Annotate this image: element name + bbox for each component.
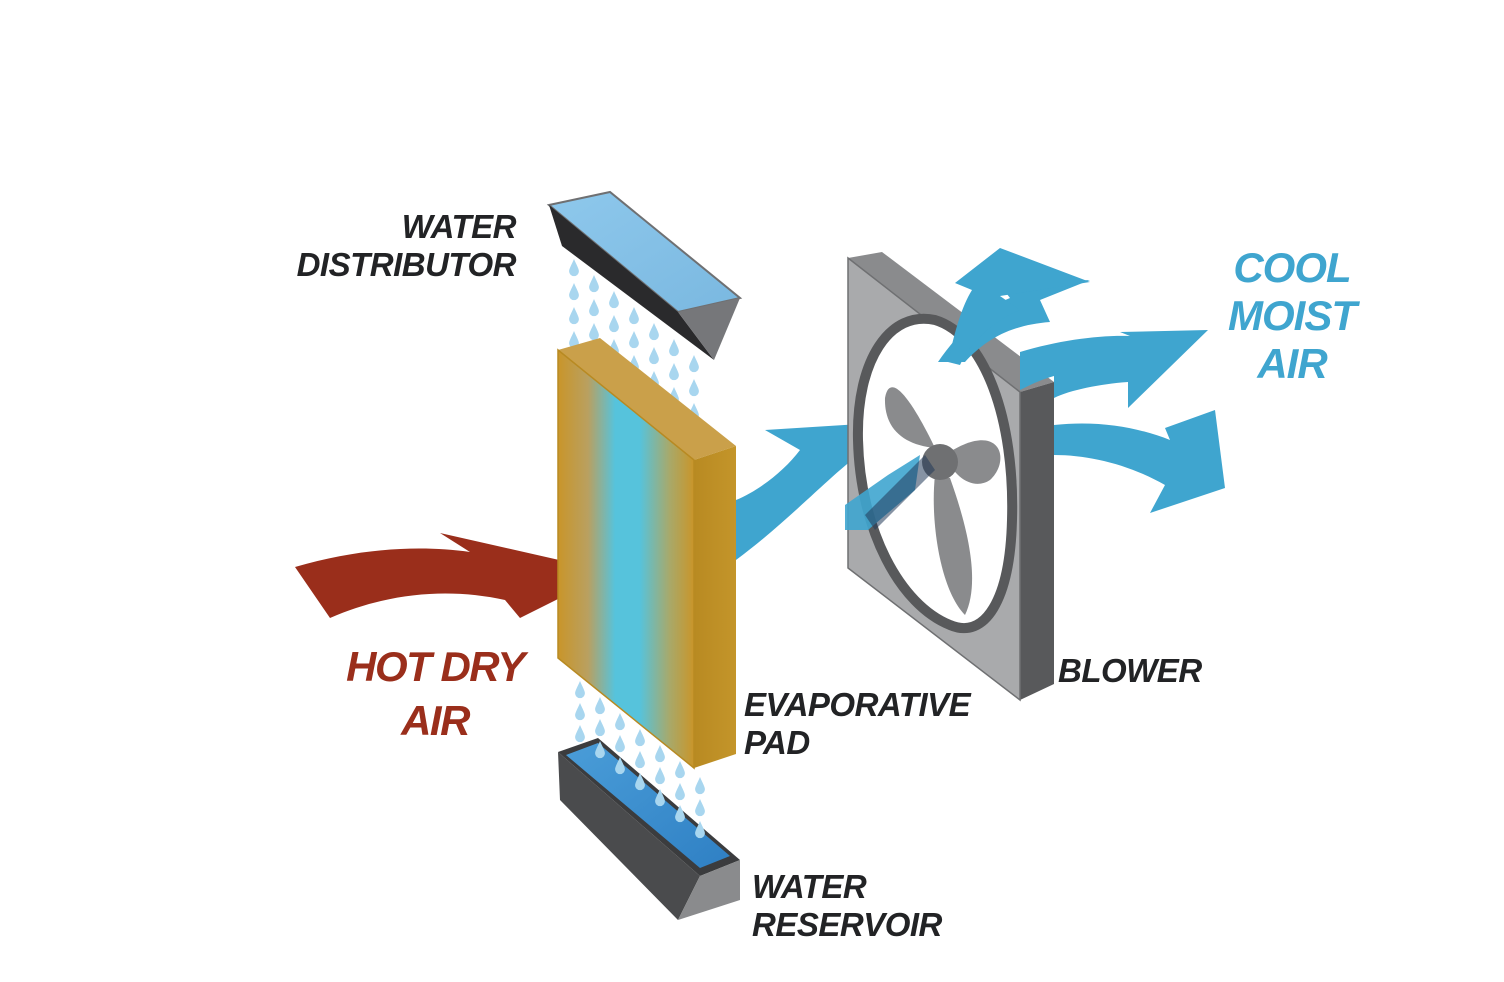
water-drop-icon bbox=[615, 735, 625, 753]
water-drop-icon bbox=[669, 363, 679, 381]
water-drop-icon bbox=[635, 729, 645, 747]
water-reservoir-label-line2: RESERVOIR bbox=[752, 906, 942, 943]
water-drop-icon bbox=[569, 307, 579, 325]
blower-fan-icon bbox=[845, 252, 1054, 702]
water-drop-icon bbox=[595, 697, 605, 715]
water-reservoir-label: WATER RESERVOIR bbox=[752, 868, 942, 944]
water-drop-icon bbox=[695, 799, 705, 817]
water-drop-icon bbox=[675, 761, 685, 779]
cool-air-arrow-icon bbox=[938, 248, 1225, 513]
water-drop-icon bbox=[649, 347, 659, 365]
blower-label: BLOWER bbox=[1058, 652, 1202, 690]
evaporative-pad-label-line1: EVAPORATIVE bbox=[744, 686, 971, 723]
water-drop-icon bbox=[675, 783, 685, 801]
cool-moist-air-label-line1: COOL bbox=[1233, 244, 1351, 291]
water-drop-icon bbox=[569, 259, 579, 277]
evaporative-pad-label-line2: PAD bbox=[744, 724, 810, 761]
water-drop-icon bbox=[669, 339, 679, 357]
cool-moist-air-label: COOL MOIST AIR bbox=[1212, 244, 1372, 388]
water-drop-icon bbox=[575, 703, 585, 721]
water-distributor-label-line2: DISTRIBUTOR bbox=[296, 246, 517, 283]
water-drop-icon bbox=[615, 713, 625, 731]
water-drop-icon bbox=[569, 283, 579, 301]
water-drop-icon bbox=[629, 331, 639, 349]
water-drop-icon bbox=[575, 725, 585, 743]
water-distributor-label: WATER DISTRIBUTOR bbox=[296, 208, 517, 284]
water-drop-icon bbox=[575, 681, 585, 699]
hot-dry-air-label-line1: HOT DRY bbox=[346, 643, 525, 690]
water-reservoir-icon bbox=[558, 738, 740, 920]
water-reservoir-label-line1: WATER bbox=[752, 868, 867, 905]
cooled-air-flow-icon bbox=[736, 418, 955, 560]
water-drop-icon bbox=[589, 299, 599, 317]
water-drop-icon bbox=[655, 767, 665, 785]
water-drop-icon bbox=[635, 751, 645, 769]
water-drop-icon bbox=[655, 745, 665, 763]
water-drop-icon bbox=[649, 323, 659, 341]
water-drop-icon bbox=[609, 315, 619, 333]
water-drop-icon bbox=[695, 777, 705, 795]
water-drop-icon bbox=[589, 275, 599, 293]
evaporative-pad-label: EVAPORATIVE PAD bbox=[744, 686, 971, 762]
blower-label-line1: BLOWER bbox=[1058, 652, 1202, 689]
hot-dry-air-label-line2: AIR bbox=[401, 697, 470, 744]
water-drop-icon bbox=[629, 307, 639, 325]
cool-moist-air-label-line3: AIR bbox=[1257, 340, 1327, 387]
water-distributor-label-line1: WATER bbox=[401, 208, 517, 245]
water-drop-icon bbox=[689, 379, 699, 397]
hot-air-arrow-icon bbox=[295, 533, 612, 618]
water-drop-icon bbox=[589, 323, 599, 341]
water-distributor-icon bbox=[546, 190, 743, 360]
water-drop-icon bbox=[689, 355, 699, 373]
water-drop-icon bbox=[609, 291, 619, 309]
evaporative-pad-icon bbox=[557, 338, 736, 770]
cool-moist-air-label-line2: MOIST bbox=[1228, 292, 1357, 339]
water-drop-icon bbox=[595, 719, 605, 737]
hot-dry-air-label: HOT DRY AIR bbox=[330, 640, 540, 748]
